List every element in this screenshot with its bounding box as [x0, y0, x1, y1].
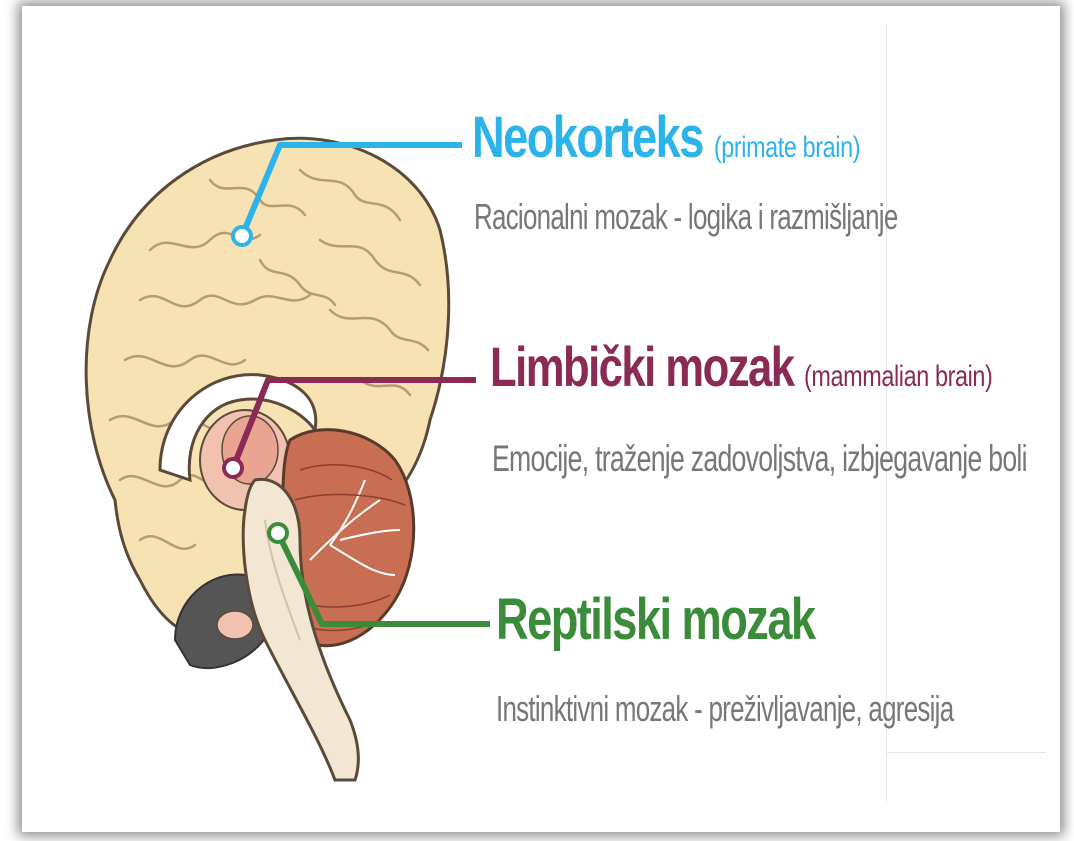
neocortex-title: Neokorteks (primate brain): [472, 104, 860, 171]
neocortex-subtitle: (primate brain): [714, 131, 860, 164]
limbic-title-text: Limbički mozak: [490, 335, 793, 398]
reptilian-title-text: Reptilski mozak: [496, 587, 815, 652]
limbic-subtitle: (mammalian brain): [804, 360, 992, 393]
limbic-title: Limbički mozak (mammalian brain): [490, 334, 992, 399]
reptilian-title: Reptilski mozak: [496, 586, 815, 653]
reptilian-description: Instinktivni mozak - preživljavanje, agr…: [496, 688, 953, 730]
limbic-description: Emocije, traženje zadovoljstva, izbjegav…: [492, 438, 1027, 480]
neocortex-description: Racionalni mozak - logika i razmišljanje: [474, 196, 898, 238]
neocortex-title-text: Neokorteks: [472, 105, 703, 170]
